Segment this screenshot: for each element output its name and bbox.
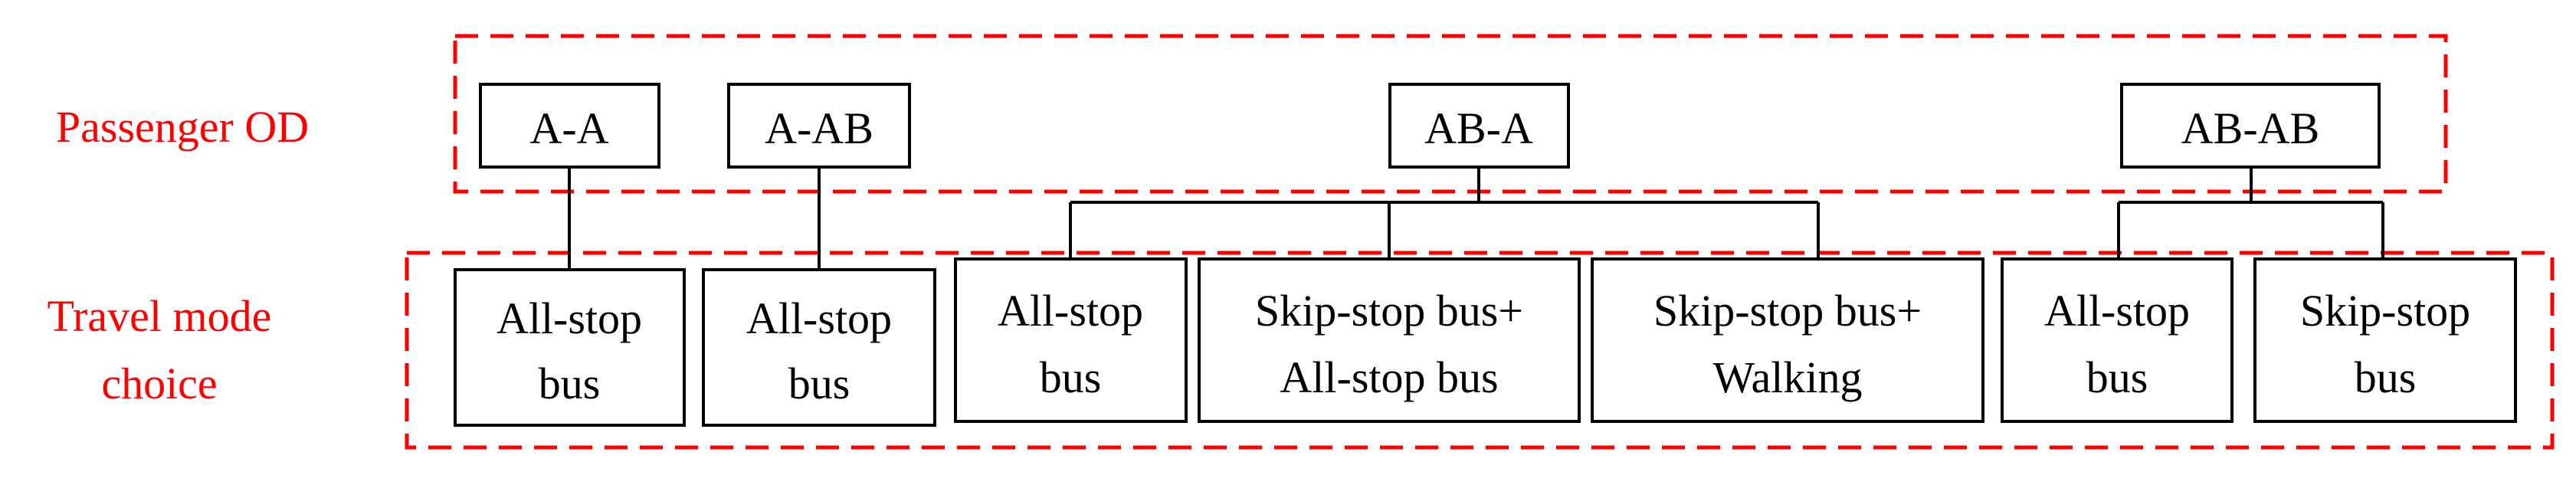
mode-node-line2: bus — [2355, 352, 2417, 402]
mode-node-a-a-all-stop-bus: All-stop bus — [454, 268, 686, 427]
od-node-label: A-A — [529, 103, 608, 153]
mode-node-a-ab-all-stop-bus: All-stop bus — [702, 268, 936, 427]
mode-node-ab-a-skip-stop-all-stop: Skip-stop bus+ All-stop bus — [1198, 257, 1581, 423]
mode-node-ab-ab-skip-stop-bus: Skip-stop bus — [2253, 257, 2517, 423]
mode-node-line2: bus — [539, 359, 601, 408]
mode-node-line1: All-stop — [497, 293, 642, 343]
mode-node-line1: Skip-stop — [2300, 286, 2470, 336]
od-node-a-ab: A-AB — [727, 83, 911, 169]
mode-node-line2: bus — [788, 359, 850, 408]
od-node-ab-ab: AB-AB — [2120, 83, 2381, 169]
mode-node-ab-a-skip-stop-walking: Skip-stop bus+ Walking — [1591, 257, 1984, 423]
mode-node-line2: bus — [2086, 352, 2148, 402]
mode-node-ab-a-all-stop-bus: All-stop bus — [954, 257, 1188, 423]
passenger-od-group-box — [453, 34, 2448, 194]
mode-node-line1: All-stop — [2044, 286, 2190, 336]
mode-node-ab-ab-all-stop-bus: All-stop bus — [2001, 257, 2234, 423]
travel-mode-group-box — [405, 251, 2555, 450]
mode-node-line1: Skip-stop bus+ — [1653, 286, 1922, 336]
travel-mode-label-line2: choice — [101, 359, 217, 408]
mode-node-line2: All-stop bus — [1280, 352, 1498, 402]
od-node-label: AB-A — [1424, 103, 1533, 153]
od-node-a-a: A-A — [479, 83, 660, 169]
travel-mode-label-line1: Travel mode — [48, 291, 272, 341]
od-node-label: A-AB — [765, 103, 873, 153]
od-node-label: AB-AB — [2181, 103, 2319, 153]
mode-node-line2: bus — [1040, 352, 1102, 402]
mode-node-line1: All-stop — [746, 293, 892, 343]
mode-node-line1: All-stop — [998, 286, 1143, 336]
od-node-ab-a: AB-A — [1388, 83, 1570, 169]
mode-node-line1: Skip-stop bus+ — [1255, 286, 1523, 336]
connectors — [568, 167, 2384, 270]
mode-node-line2: Walking — [1712, 352, 1862, 402]
passenger-od-label: Passenger OD — [56, 102, 309, 152]
